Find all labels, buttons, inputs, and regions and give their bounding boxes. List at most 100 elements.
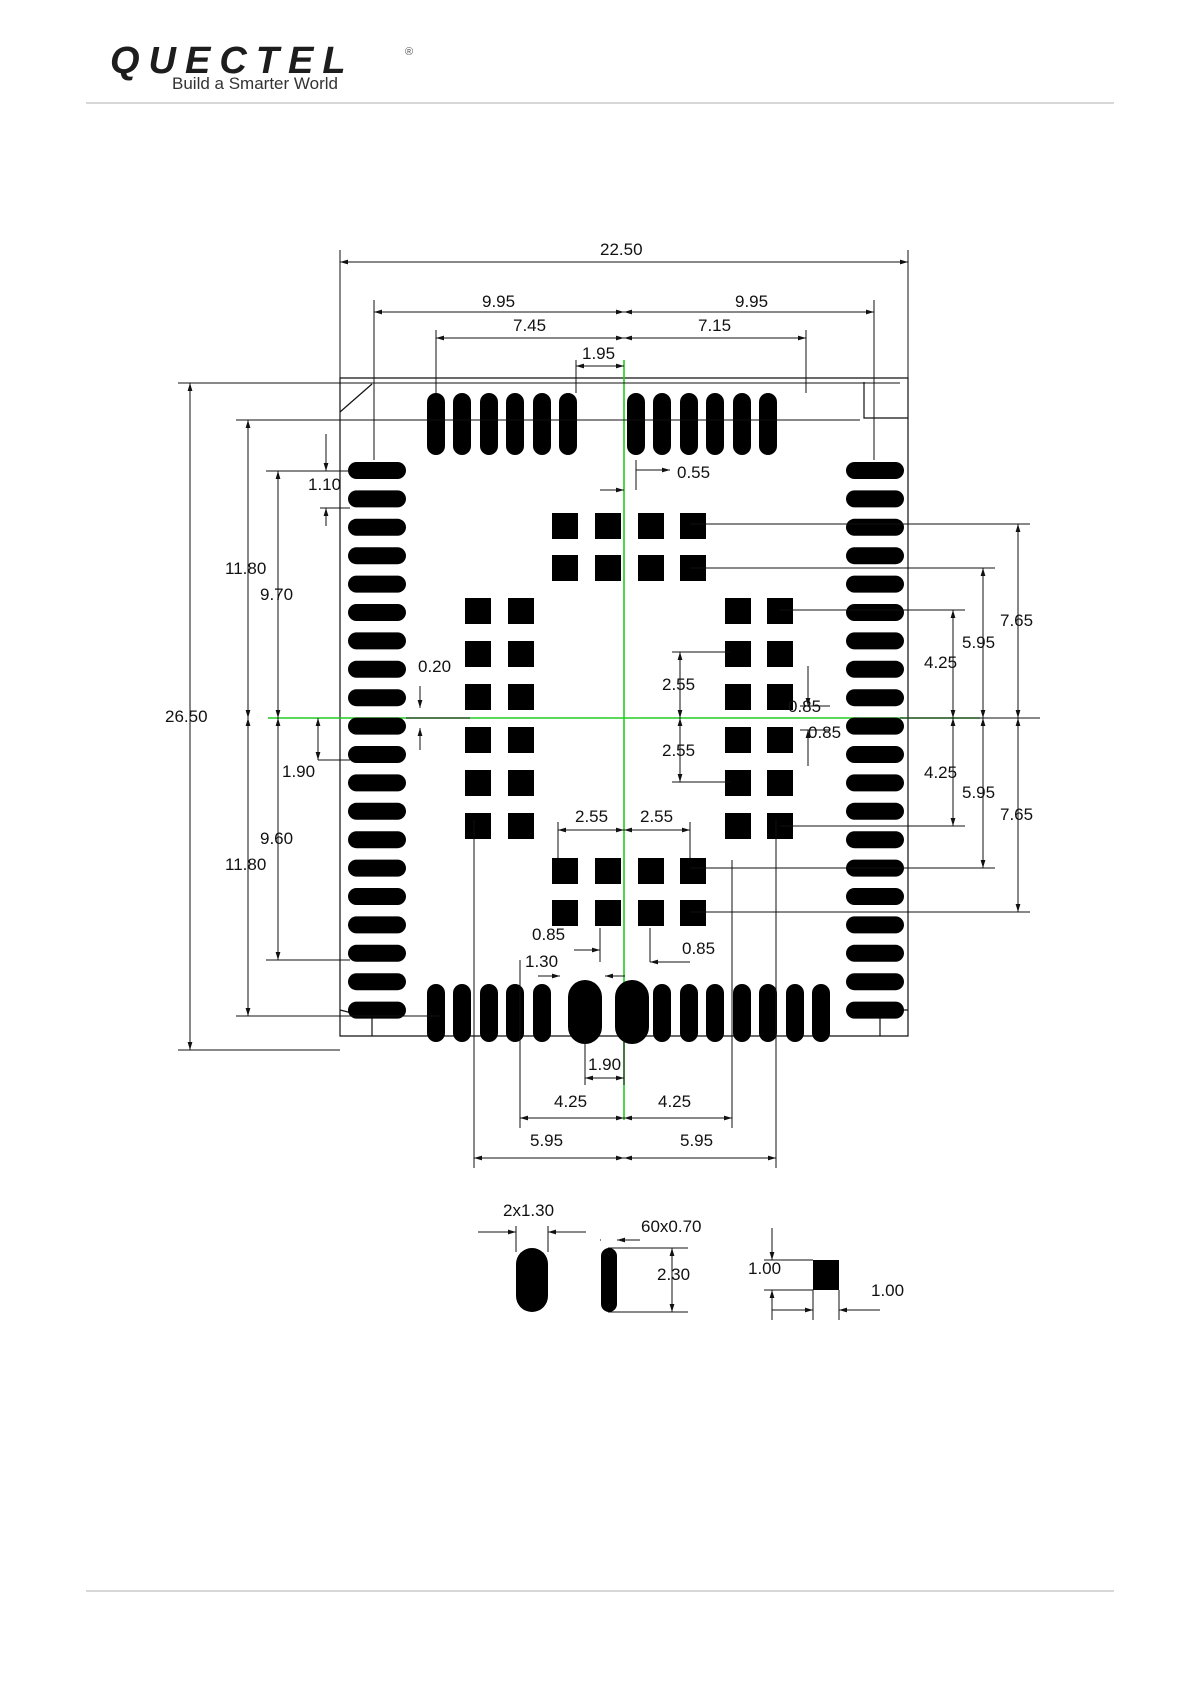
right-pin-pad	[846, 916, 904, 933]
dim-bottom-right-425: 4.25	[658, 1092, 691, 1111]
right-pin-pad	[846, 803, 904, 820]
top-pin-pad	[453, 393, 471, 455]
top-pin-pad	[480, 393, 498, 455]
right-pin-pad	[846, 519, 904, 536]
left-pin-pad	[348, 860, 406, 877]
left-pin-pad	[348, 746, 406, 763]
detail-pad-length: 2.30	[657, 1265, 690, 1284]
gnd-square-pad	[552, 555, 578, 581]
dim-bottom-inner-left: 2.55	[575, 807, 608, 826]
gnd-square-pad	[638, 900, 664, 926]
left-pin-pad	[348, 774, 406, 791]
right-pin-pad	[846, 490, 904, 507]
gnd-square-pad	[552, 900, 578, 926]
left-pin-pad	[348, 604, 406, 621]
small-pad-detail	[601, 1248, 617, 1312]
gnd-square-pad	[465, 598, 491, 624]
left-pin-pad	[348, 661, 406, 678]
left-pin-pad	[348, 831, 406, 848]
dim-bottom-center: 1.90	[588, 1055, 621, 1074]
right-pin-pad	[846, 632, 904, 649]
bottom-pin-pad	[480, 984, 498, 1042]
left-pin-pad	[348, 519, 406, 536]
gnd-square-pad	[508, 770, 534, 796]
dim-top-right-span: 7.15	[698, 316, 731, 335]
gnd-square-pad	[595, 900, 621, 926]
gnd-square-pad	[552, 513, 578, 539]
dim-right-half: 9.95	[735, 292, 768, 311]
bottom-pin-pad	[680, 984, 698, 1042]
top-pin-pad	[759, 393, 777, 455]
left-pin-pad	[348, 718, 406, 735]
left-pin-pad	[348, 888, 406, 905]
left-pin-pad	[348, 462, 406, 479]
dim-right-up-big: 7.65	[1000, 611, 1033, 630]
detail-square-width: 1.00	[871, 1281, 904, 1300]
gnd-square-pad	[725, 770, 751, 796]
dim-overall-width: 22.50	[600, 240, 643, 259]
top-pin-pad	[506, 393, 524, 455]
dim-center-gap-top: 1.95	[582, 344, 615, 363]
right-pin-pad	[846, 718, 904, 735]
dim-right-up-small: 4.25	[924, 653, 957, 672]
detail-small-pad: 60x0.70	[641, 1217, 702, 1236]
detail-square-height: 1.00	[748, 1259, 781, 1278]
right-pin-pad	[846, 604, 904, 621]
gnd-square-pad	[465, 770, 491, 796]
dim-left-pitch: 1.10	[308, 475, 341, 494]
top-pin-pad	[733, 393, 751, 455]
dim-left-lower-outer: 11.80	[225, 855, 266, 874]
gnd-square-pad	[680, 858, 706, 884]
dim-overall-height: 26.50	[165, 707, 208, 726]
top-pin-pad	[559, 393, 577, 455]
dim-gnd-pitch-a: 0.85	[788, 697, 821, 716]
dim-left-lower-offset: 1.90	[282, 762, 315, 781]
large-pad-detail	[516, 1248, 548, 1312]
bottom-pin-pad	[812, 984, 830, 1042]
left-pin-pad	[348, 973, 406, 990]
dim-bottom-pad-w: 1.30	[525, 952, 558, 971]
gnd-square-pad	[465, 727, 491, 753]
top-pin-pad	[653, 393, 671, 455]
right-pin-pad	[846, 831, 904, 848]
gnd-square-pad	[767, 598, 793, 624]
top-pin-pad	[427, 393, 445, 455]
gnd-square-pad	[595, 513, 621, 539]
dim-right-up-mid: 5.95	[962, 633, 995, 652]
gnd-square-pad	[680, 513, 706, 539]
gnd-square-pad	[767, 641, 793, 667]
bottom-large-pad	[615, 980, 649, 1044]
left-pin-pad	[348, 490, 406, 507]
dim-left-half: 9.95	[482, 292, 515, 311]
bottom-pin-pad	[733, 984, 751, 1042]
bottom-pin-pad	[759, 984, 777, 1042]
right-pin-pad	[846, 689, 904, 706]
bottom-pin-pad	[453, 984, 471, 1042]
pad-detail-views: 2x1.30 60x0.70 2.30 1.00 1.00	[503, 1201, 904, 1312]
gnd-square-pad	[725, 684, 751, 710]
right-pin-pad	[846, 1002, 904, 1019]
gnd-square-pad	[508, 727, 534, 753]
gnd-square-pad	[767, 770, 793, 796]
right-pin-pad	[846, 774, 904, 791]
gnd-square-pad	[508, 684, 534, 710]
gnd-square-pad	[680, 900, 706, 926]
top-pin-pad	[706, 393, 724, 455]
dim-pad-offset-top: 0.55	[677, 463, 710, 482]
gnd-square-pad	[725, 727, 751, 753]
left-pin-pad	[348, 916, 406, 933]
dim-bottom-left-595: 5.95	[530, 1131, 563, 1150]
left-pin-pad	[348, 632, 406, 649]
dim-bottom-left-425: 4.25	[554, 1092, 587, 1111]
gnd-square-pad	[638, 858, 664, 884]
gnd-square-pad	[725, 641, 751, 667]
left-pin-pad	[348, 576, 406, 593]
bottom-pin-pad	[706, 984, 724, 1042]
bottom-pin-pad	[653, 984, 671, 1042]
square-pad-detail	[813, 1260, 839, 1290]
gnd-square-pad	[595, 555, 621, 581]
detail-large-pad: 2x1.30	[503, 1201, 554, 1220]
right-pin-pad	[846, 576, 904, 593]
gnd-square-pad	[508, 813, 534, 839]
